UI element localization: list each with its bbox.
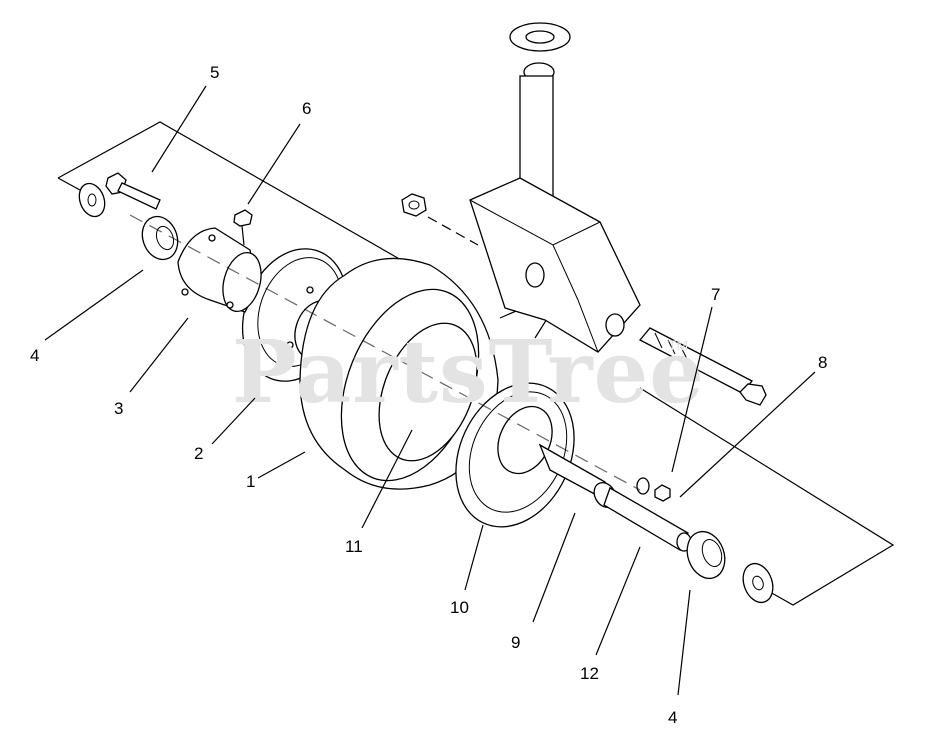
watermark-trademark: TM: [668, 337, 688, 353]
callout-6: 6: [302, 99, 311, 118]
right-bearing: [686, 530, 726, 580]
callout-11: 11: [345, 537, 363, 556]
callout-labels: 1 2 3 4 4 5 6 7 8 9 10 11 12: [30, 63, 827, 727]
callout-1: 1: [246, 472, 255, 491]
small-washer: [636, 477, 650, 495]
left-washer: [78, 182, 106, 218]
callout-5: 5: [210, 63, 219, 82]
caster-fork: [469, 22, 641, 353]
axle-bolt: [638, 327, 767, 406]
hub-flange: [177, 227, 262, 313]
callout-4-left: 4: [30, 346, 39, 365]
callout-3: 3: [114, 399, 123, 418]
tire: [299, 257, 499, 490]
callout-8: 8: [818, 353, 827, 372]
callout-7: 7: [711, 285, 720, 304]
grease-fitting: [233, 209, 253, 246]
small-nut: [654, 484, 671, 502]
right-washer: [742, 562, 774, 604]
axis-line: [129, 214, 641, 491]
watermark-text: PartsTree: [232, 322, 705, 423]
callout-10: 10: [450, 598, 469, 617]
fork-nut: [401, 193, 479, 246]
wheel-hub-half-right: [455, 382, 575, 528]
axle-sleeve: [603, 487, 692, 552]
callout-12: 12: [580, 664, 599, 683]
callout-9: 9: [511, 633, 520, 652]
leader-lines: [44, 85, 816, 696]
left-bearing: [141, 215, 179, 261]
callout-2: 2: [194, 444, 203, 463]
callout-4-right: 4: [668, 708, 677, 727]
left-bolt: [105, 172, 161, 210]
